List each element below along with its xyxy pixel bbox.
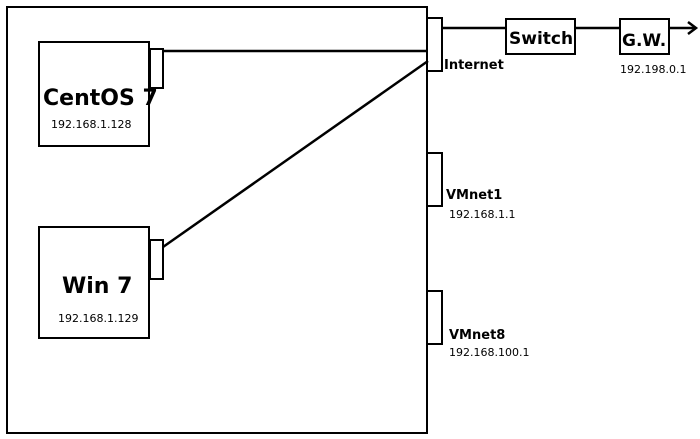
internet-adapter-label: Internet [444, 58, 504, 73]
vmnet1-label: VMnet1 [446, 188, 503, 203]
win7-internet-link [162, 59, 429, 249]
vmnet8-ip: 192.168.100.1 [449, 346, 530, 359]
gateway-box [619, 18, 670, 55]
vm-ip-centos: 192.168.1.128 [51, 118, 132, 131]
vmnet1-ip: 192.168.1.1 [449, 208, 516, 221]
switch-box [505, 18, 576, 55]
win7-nic [149, 239, 164, 280]
vmnet8-adapter [426, 290, 443, 345]
switch-label: Switch [509, 29, 574, 49]
internet-adapter [426, 17, 443, 72]
outbound-arrow-icon [687, 21, 699, 35]
vm-box-win7 [38, 226, 150, 339]
vm-name-centos: CentOS 7 [43, 86, 158, 111]
host-machine-box [6, 6, 428, 434]
vmnet8-label: VMnet8 [449, 328, 506, 343]
vm-name-win7: Win 7 [62, 274, 133, 299]
gateway-label: G.W. [622, 31, 667, 51]
vmnet1-adapter [426, 152, 443, 207]
centos-nic [149, 48, 164, 89]
gateway-ip: 192.198.0.1 [620, 63, 687, 76]
vm-ip-win7: 192.168.1.129 [58, 312, 139, 325]
vm-box-centos [38, 41, 150, 147]
